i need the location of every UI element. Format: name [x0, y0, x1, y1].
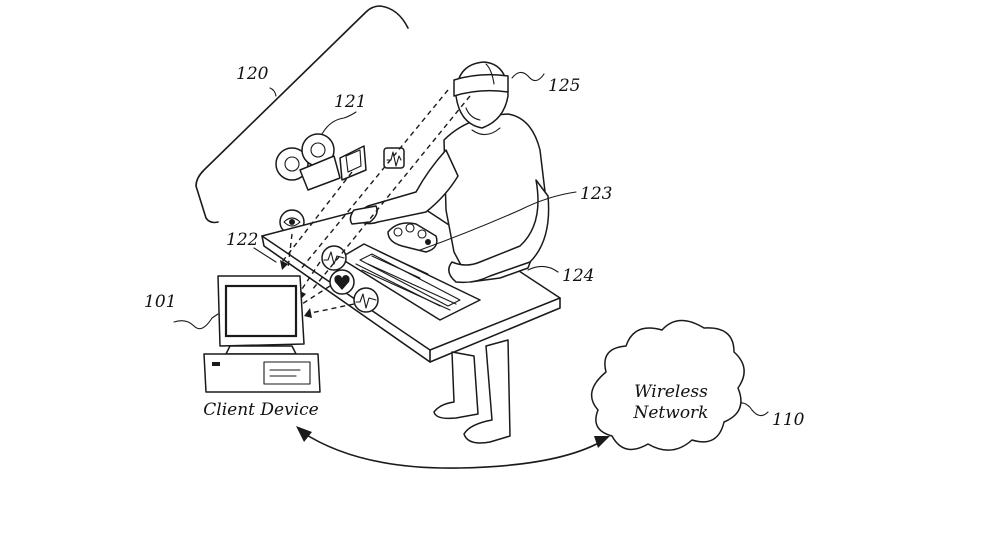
keyboard: [339, 243, 481, 321]
label-125: 125: [548, 76, 581, 96]
signal-lines: [280, 89, 471, 318]
label-121: 121: [334, 92, 367, 112]
label-120: 120: [236, 64, 269, 84]
wireless-caption-line2: Network: [633, 403, 709, 424]
pulse-sensor-icon: [321, 245, 347, 271]
client-device-caption: Client Device: [203, 400, 319, 420]
wireless-caption-line1: Wireless: [634, 382, 708, 402]
camera-icon: [275, 111, 367, 191]
label-110: 110: [772, 410, 805, 430]
table-sensor-group: [321, 245, 379, 313]
hand-device: [387, 222, 438, 253]
label-101: 101: [144, 292, 177, 312]
client-device-computer: [203, 275, 321, 393]
connection-arrow: [296, 426, 610, 469]
headband-signal-icon: [383, 147, 405, 169]
operator-figure: [349, 61, 550, 444]
wireless-network-caption: Wireless Network: [616, 382, 726, 425]
label-123: 123: [580, 184, 613, 204]
bracket-120: [195, 5, 409, 224]
label-124: 124: [562, 266, 595, 286]
wireless-network-cloud: [590, 319, 745, 451]
wave-sensor-icon: [353, 287, 379, 313]
label-122: 122: [226, 230, 259, 250]
